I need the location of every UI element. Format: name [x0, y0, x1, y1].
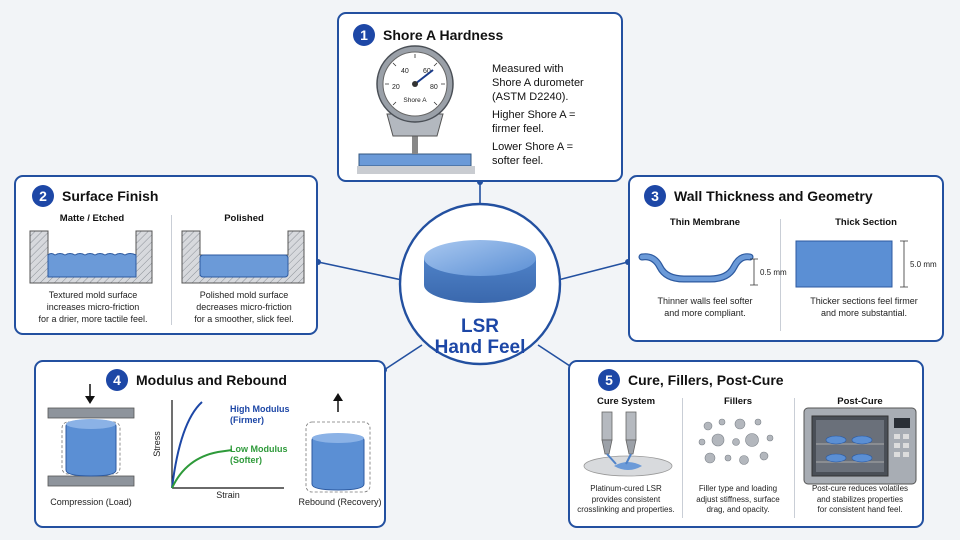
panel-shore-hardness: 1 Shore A Hardness 40 60 20 80 Shore A M…	[337, 12, 623, 182]
thin-membrane-illustration: 0.5 mm	[638, 253, 787, 286]
divider	[780, 219, 781, 331]
panel-title-2: Surface Finish	[62, 188, 159, 204]
rebound-illustration	[305, 393, 371, 493]
center-title-line1: LSR	[461, 316, 499, 337]
y-axis-label: Stress	[152, 431, 162, 457]
post-cure-caption: Post-cure reduces volatiles and stabiliz…	[794, 484, 922, 516]
gauge-tick-80: 80	[430, 84, 438, 91]
caption-line: for a smoother, slick feel.	[194, 314, 294, 324]
caption-line: and stabilizes properties	[816, 494, 904, 504]
caption-line: for a drier, more tactile feel.	[38, 314, 148, 324]
fillers-label: Fillers	[724, 396, 752, 407]
matte-label: Matte / Etched	[59, 213, 125, 224]
stress-strain-graph: Stress Strain	[152, 400, 284, 500]
panel-cure-fillers: 5 Cure, Fillers, Post-Cure Cure System F…	[568, 360, 924, 528]
caption-line: Polished mold surface	[199, 290, 289, 300]
shore-line: Shore A durometer	[492, 77, 584, 89]
thin-membrane-label: Thin Membrane	[669, 217, 741, 228]
caption-line: Filler type and loading	[698, 484, 778, 493]
compression-illustration	[47, 384, 135, 487]
low-modulus-line: (Softer)	[230, 455, 262, 465]
panel-modulus-rebound: 4 Modulus and Rebound Compression (Load)…	[34, 360, 386, 528]
cure-nozzle-illustration	[583, 411, 673, 477]
divider	[682, 398, 683, 518]
divider	[171, 215, 172, 325]
gauge-tick-40: 40	[401, 68, 409, 75]
caption-line: Textured mold surface	[48, 290, 138, 300]
shore-description: Measured with Shore A durometer (ASTM D2…	[492, 62, 621, 168]
panel-wall-thickness: 3 Wall Thickness and Geometry Thin Membr…	[628, 175, 944, 342]
thick-caption: Thicker sections feel firmer and more su…	[782, 295, 942, 319]
shore-line: Lower Shore A =	[492, 141, 574, 153]
panel-title-4: Modulus and Rebound	[136, 372, 287, 388]
shore-line: firmer feel.	[492, 123, 544, 135]
gauge-tick-60: 60	[423, 68, 431, 75]
caption-line: and more compliant.	[664, 308, 746, 318]
high-modulus-line: (Firmer)	[230, 415, 265, 425]
caption-line: crosslinking and properties.	[577, 505, 675, 514]
caption-line: increases micro-friction	[46, 302, 140, 312]
panel-number-3: 3	[644, 185, 666, 207]
shore-line: Higher Shore A =	[492, 109, 576, 121]
panel-title-1: Shore A Hardness	[383, 27, 504, 43]
caption-line: Thicker sections feel firmer	[810, 296, 918, 306]
cure-system-label: Cure System	[596, 396, 656, 407]
shore-line: (ASTM D2240).	[492, 91, 569, 103]
oven-illustration	[803, 407, 917, 485]
panel-surface-finish: 2 Surface Finish Matte / Etched Polished…	[14, 175, 318, 335]
caption-line: provides consistent	[591, 494, 661, 504]
gauge-label: Shore A	[403, 97, 427, 104]
low-modulus-label: Low Modulus (Softer)	[230, 444, 288, 466]
post-cure-label: Post-Cure	[837, 396, 883, 407]
shore-line: softer feel.	[492, 155, 544, 167]
rebound-label: Rebound (Recovery)	[298, 497, 382, 507]
center-title: LSR Hand Feel	[400, 316, 560, 358]
thin-dim-label: 0.5 mm	[760, 268, 787, 277]
high-modulus-label: High Modulus (Firmer)	[230, 404, 290, 426]
thin-caption: Thinner walls feel softer and more compl…	[630, 295, 780, 319]
panel-title-5: Cure, Fillers, Post-Cure	[628, 372, 784, 388]
thick-section-illustration: 5.0 mm	[795, 240, 937, 288]
caption-line: decreases micro-friction	[196, 302, 292, 312]
panel-number-1: 1	[353, 24, 375, 46]
caption-line: for consistent hand feel.	[817, 505, 903, 514]
polished-mold-illustration	[181, 230, 305, 284]
center-title-line2: Hand Feel	[434, 337, 526, 358]
matte-caption: Textured mold surface increases micro-fr…	[16, 289, 170, 325]
panel-title-3: Wall Thickness and Geometry	[674, 188, 873, 204]
caption-line: drag, and opacity.	[706, 505, 770, 514]
thick-dim-label: 5.0 mm	[910, 260, 937, 269]
caption-line: Platinum-cured LSR	[590, 484, 662, 493]
thick-section-label: Thick Section	[835, 217, 897, 228]
gauge-tick-20: 20	[392, 84, 400, 91]
cure-caption: Platinum-cured LSR provides consistent c…	[570, 484, 682, 516]
compression-label: Compression (Load)	[50, 497, 132, 507]
durometer-icon: 40 60 20 80 Shore A	[357, 45, 475, 174]
low-modulus-line: Low Modulus	[230, 444, 288, 454]
shore-line: Measured with	[492, 63, 564, 75]
polished-label: Polished	[224, 213, 264, 224]
matte-mold-illustration	[29, 230, 153, 284]
fillers-caption: Filler type and loading adjust stiffness…	[682, 484, 794, 516]
caption-line: Thinner walls feel softer	[657, 296, 753, 306]
high-modulus-line: High Modulus	[230, 404, 290, 414]
panel-number-4: 4	[106, 369, 128, 391]
caption-line: adjust stiffness, surface	[696, 494, 780, 504]
panel-number-5: 5	[598, 369, 620, 391]
filler-particles-illustration	[698, 418, 774, 465]
polished-caption: Polished mold surface decreases micro-fr…	[168, 289, 316, 325]
caption-line: Post-cure reduces volatiles	[811, 484, 909, 493]
x-axis-label: Strain	[216, 490, 240, 500]
caption-line: and more substantial.	[820, 308, 908, 318]
panel-number-2: 2	[32, 185, 54, 207]
divider	[794, 398, 795, 518]
